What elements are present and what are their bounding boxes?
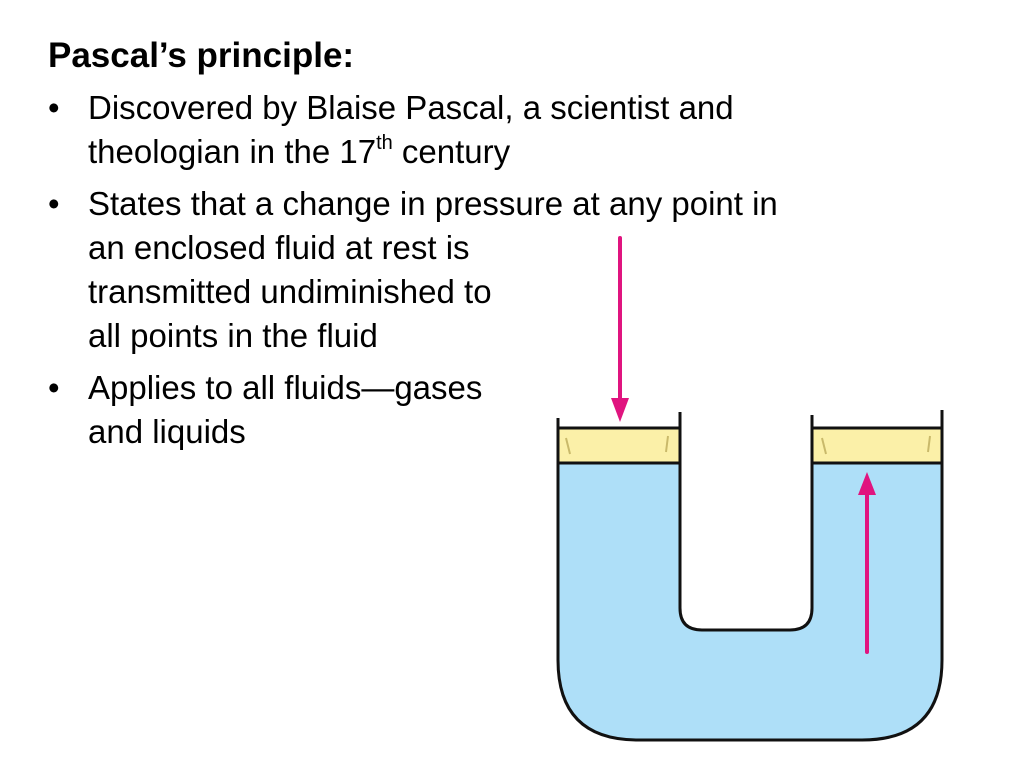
- piston-highlight: [821, 437, 827, 455]
- bullet-text-line: Applies to all fluids—gases: [88, 369, 483, 406]
- slide-title: Pascal’s principle:: [48, 36, 355, 75]
- u-tube-hydraulic-icon: [556, 236, 944, 742]
- piston-highlight: [927, 435, 931, 453]
- bullet-text-line: Discovered by Blaise Pascal, a scientist…: [88, 89, 734, 126]
- left-piston: [556, 426, 682, 465]
- bullet-text: century: [392, 133, 511, 170]
- fluid-body: [556, 461, 944, 742]
- ordinal-superscript: th: [376, 132, 393, 154]
- bullet-list: • Discovered by Blaise Pascal, a scienti…: [48, 86, 948, 462]
- upward-force-arrow-icon: [858, 472, 876, 654]
- piston-highlight: [565, 437, 571, 455]
- bullet-icon: •: [48, 185, 60, 222]
- bullet-icon: •: [48, 369, 60, 406]
- bullet-text-line: States that a change in pressure at any …: [88, 185, 778, 222]
- bullet-text-line: an enclosed fluid at rest is: [88, 229, 470, 266]
- bullet-text: theologian in the 17: [88, 133, 377, 170]
- bullet-icon: •: [48, 89, 60, 126]
- downward-force-arrow-icon: [611, 236, 629, 422]
- bullet-item-applies: • Applies to all fluids—gases and liquid…: [48, 366, 948, 454]
- bullet-item-discovery: • Discovered by Blaise Pascal, a scienti…: [48, 86, 948, 174]
- right-piston: [810, 426, 944, 465]
- bullet-text-line: theologian in the 17th century: [88, 130, 948, 174]
- piston-highlight: [665, 435, 669, 453]
- bullet-text-line: and liquids: [88, 413, 246, 450]
- bullet-text-line: all points in the fluid: [88, 317, 378, 354]
- bullet-item-statement: • States that a change in pressure at an…: [48, 182, 948, 358]
- bullet-text-line: transmitted undiminished to: [88, 273, 492, 310]
